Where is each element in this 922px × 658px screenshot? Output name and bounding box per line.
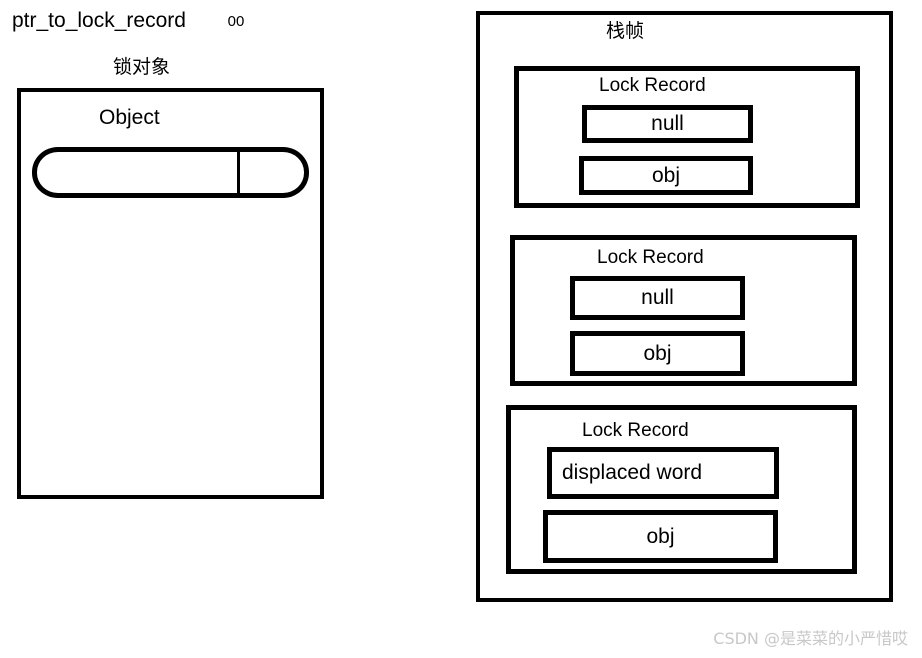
lock-object-caption: 锁对象 [113, 56, 171, 78]
lock-record-title-2: Lock Record [597, 247, 704, 268]
mark-word-divider [237, 147, 240, 198]
lock-record-slot-displaced-2: null [570, 276, 745, 320]
csdn-watermark: CSDN @是菜菜的小严惜哎 [713, 629, 908, 648]
lock-record-owner-text-3: obj [646, 524, 675, 548]
lock-record-slot-owner-3: obj [543, 510, 778, 563]
mark-word-flag-bits: 00 [227, 13, 245, 30]
lock-record-owner-text-2: obj [643, 341, 672, 365]
mark-word-pointer-label: ptr_to_lock_record [12, 9, 186, 32]
lock-record-displaced-text-2: null [641, 286, 674, 309]
lock-record-displaced-text-3: displaced word [562, 461, 703, 484]
lock-record-title-3: Lock Record [582, 420, 689, 441]
lock-record-slot-owner-1: obj [579, 156, 753, 195]
stack-frame-caption: 栈帧 [606, 20, 645, 42]
lock-record-displaced-text-1: null [651, 112, 684, 135]
lock-record-title-1: Lock Record [599, 75, 706, 96]
mark-word-pill [32, 147, 309, 198]
lock-record-owner-text-1: obj [651, 163, 681, 187]
lock-record-slot-owner-2: obj [570, 331, 745, 376]
object-label: Object [99, 106, 160, 129]
lock-record-slot-displaced-3: displaced word [547, 447, 779, 499]
lock-record-slot-displaced-1: null [582, 105, 753, 143]
